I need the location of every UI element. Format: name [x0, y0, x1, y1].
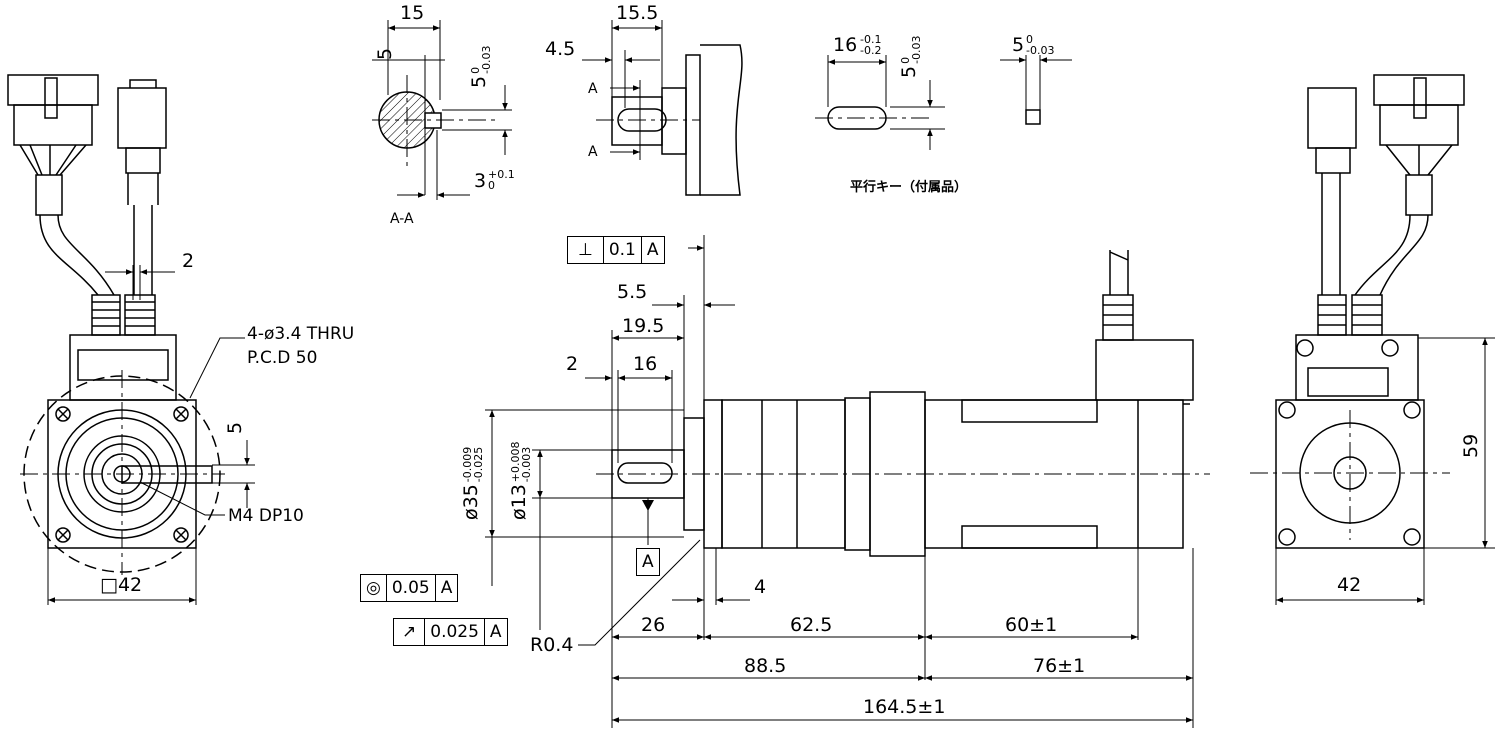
dim-key-width-tol: 0-0.03 — [1026, 34, 1054, 56]
dim-key-width: 5 — [1012, 34, 1025, 56]
runout-frame: ↗ 0.025 A — [393, 618, 508, 646]
dim-shaft-side-length: 15.5 — [616, 2, 659, 24]
dim-flange-4: 4 — [754, 576, 767, 598]
perpendicularity-symbol: ⊥ — [568, 237, 604, 263]
dim-pilot-main: ø35 — [460, 484, 482, 520]
datum-a-box: A — [636, 548, 660, 576]
runout-datum: A — [489, 622, 502, 642]
dim-key-length: 16 — [833, 34, 858, 56]
concentricity-value: 0.05 — [387, 575, 436, 601]
dim-rear-width: 42 — [1337, 574, 1362, 596]
dim-side-key-length: 16 — [633, 353, 658, 375]
datum-a-label: A — [642, 552, 654, 572]
key-note: 平行キー（付属品） — [850, 180, 968, 195]
dim-60: 60±1 — [1005, 614, 1058, 636]
section-label: A-A — [390, 211, 414, 227]
dim-key-width-section-lower: -0.03 — [480, 45, 493, 74]
section-arrow-top: A — [588, 81, 598, 97]
perpendicularity-datum: A — [646, 240, 659, 260]
dim-pilot-diameter: ø35-0.009-0.025 — [460, 446, 485, 520]
dim-key-length-tol: -0.1-0.2 — [860, 34, 881, 56]
tap-note: M4 DP10 — [228, 506, 304, 526]
dim-key-length-lower: -0.2 — [860, 44, 882, 57]
dim-key-length-upper: -0.1 — [860, 33, 882, 46]
dim-flat-lower: 0 — [488, 179, 495, 192]
dim-shaft-length: 19.5 — [622, 315, 665, 337]
dim-front-key-height: 5 — [224, 421, 246, 434]
dim-key-height-lower: -0.03 — [910, 35, 923, 64]
dim-76: 76±1 — [1033, 655, 1086, 677]
front-view — [7, 74, 221, 573]
dim-shaft-side-offset: 4.5 — [545, 38, 576, 60]
shaft-side-view — [611, 44, 743, 196]
dim-section-width: 15 — [400, 2, 425, 24]
fillet-note: R0.4 — [530, 634, 574, 656]
side-view — [611, 250, 1194, 557]
concentricity-datum: A — [440, 578, 453, 598]
hole-note-line2: P.C.D 50 — [247, 348, 318, 368]
rear-view — [1275, 74, 1465, 549]
runout-symbol: ↗ — [394, 619, 426, 645]
runout-value: 0.025 — [425, 619, 485, 645]
hole-note-line1: 4-ø3.4 THRU — [247, 324, 355, 344]
dim-key-width-section-main: 5 — [468, 75, 490, 88]
dim-shaft-lower: -0.003 — [520, 446, 533, 483]
dim-key-width-lower: -0.03 — [1026, 44, 1055, 57]
dim-62-5: 62.5 — [790, 614, 833, 636]
concentricity-symbol: ◎ — [361, 575, 387, 601]
dim-cable-offset: 2 — [182, 250, 195, 272]
dim-shaft-diameter: ø13+0.008-0.003 — [508, 441, 533, 520]
dim-shaft-main: ø13 — [508, 484, 530, 520]
dim-key-start: 2 — [566, 353, 579, 375]
dim-total-length: 164.5±1 — [863, 696, 946, 718]
dim-rear-height: 59 — [1460, 433, 1482, 458]
dim-flat: 3 — [474, 170, 487, 192]
perpendicularity-frame: ⊥ 0.1 A — [567, 236, 665, 264]
dim-key-width-upper: 0 — [1026, 33, 1033, 46]
dim-88-5: 88.5 — [744, 655, 787, 677]
dim-pilot-lower: -0.025 — [472, 446, 485, 483]
dim-key-height-main: 5 — [898, 65, 920, 78]
section-arrow-bottom: A — [588, 144, 598, 160]
dim-front-square: □42 — [100, 574, 143, 596]
dim-flat-upper: +0.1 — [488, 168, 515, 181]
dim-26: 26 — [641, 614, 666, 636]
concentricity-frame: ◎ 0.05 A — [360, 574, 459, 602]
dim-key-depth: 5 — [374, 47, 396, 60]
dim-flange-thickness: 5.5 — [617, 281, 648, 303]
perpendicularity-value: 0.1 — [604, 237, 642, 263]
